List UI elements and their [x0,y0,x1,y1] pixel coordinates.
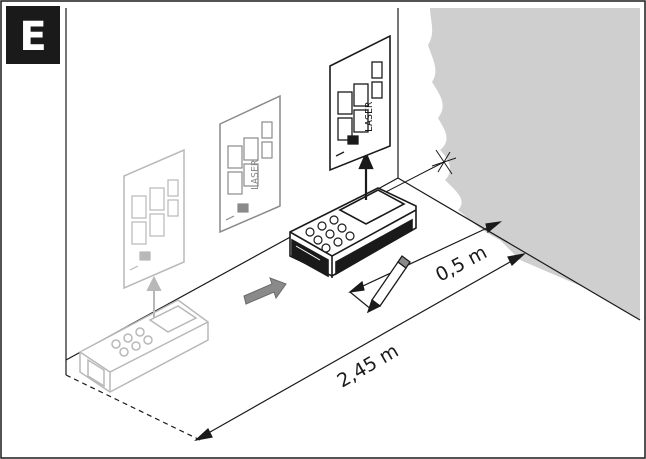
figure-label-background [6,6,60,64]
floor-right-edge [397,177,641,321]
dimension-short-line [349,221,501,293]
faded-up-arrow [146,275,162,318]
display-panel-faded [123,148,185,290]
dimension-long-line [195,253,525,441]
right-wall-shading [428,8,640,320]
dimension-short-arrow-right [485,221,503,234]
dimension-short-label: 0,5 m [432,241,491,286]
laser-beam [377,149,457,197]
display-medium-laser-text: LASER [250,159,261,190]
figure-label-text: E [19,14,46,60]
dimension-long [194,253,526,441]
dimension-short [347,221,503,311]
dimension-long-label: 2,45 m [334,340,403,392]
reference-dashed-line [65,374,201,441]
figure-label: E [6,6,60,64]
dimension-long-arrow-left [194,428,213,441]
dimension-long-arrow-right [507,253,526,266]
active-up-arrow [358,151,374,200]
pencil-icon [366,255,411,314]
device-current-position [289,187,417,278]
move-direction-arrow [243,277,287,305]
display-panel-active: LASER [329,34,391,172]
dimension-short-arrow-left [347,280,365,293]
display-panel-medium: LASER [219,94,281,234]
display-active-laser-text: LASER [364,101,375,132]
device-previous-position [79,299,209,393]
